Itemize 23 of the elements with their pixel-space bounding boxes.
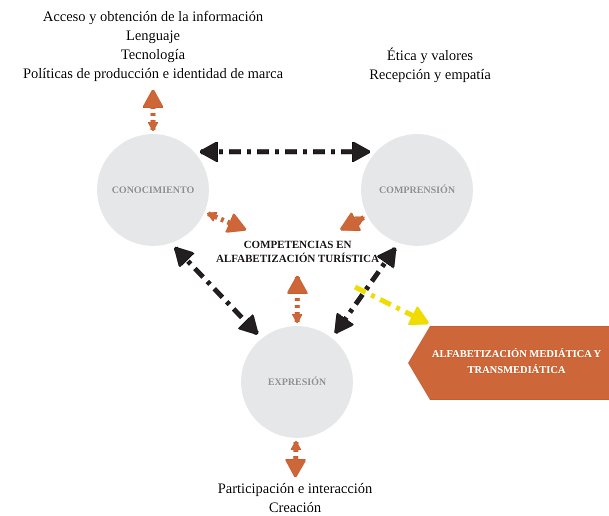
text-label: Políticas de producción e identidad de marca: [22, 65, 284, 84]
center-label: COMPETENCIAS EN ALFABETIZACIÓN TURÍSTICA: [214, 238, 380, 266]
text-label: Acceso y obtención de la información: [42, 8, 264, 27]
arrow: [199, 140, 371, 163]
arrow: [142, 89, 164, 132]
arrow: [340, 211, 366, 232]
text-label: Creación: [268, 499, 322, 516]
text-label: Participación e interacción: [218, 480, 372, 499]
arrow: [284, 440, 307, 478]
arrow: [354, 284, 430, 326]
text-label: Ética y valores: [386, 47, 474, 66]
arrow: [206, 211, 247, 233]
arrow: [174, 246, 259, 336]
arrow-banner: [408, 326, 609, 400]
circle-label: COMPRENSIÓN: [378, 184, 456, 196]
banner-label: ALFABETIZACIÓN MEDIÁTICA Y TRANSMEDIÁTICA: [430, 347, 602, 378]
text-label: Tecnología: [120, 46, 186, 65]
circle-label: EXPRESIÓN: [268, 376, 326, 388]
arrow: [286, 275, 308, 324]
circle-label: CONOCIMIENTO: [112, 184, 194, 196]
text-label: Recepción y empatía: [369, 66, 491, 85]
text-label: Lenguaje: [126, 27, 180, 46]
arrow: [334, 246, 397, 334]
